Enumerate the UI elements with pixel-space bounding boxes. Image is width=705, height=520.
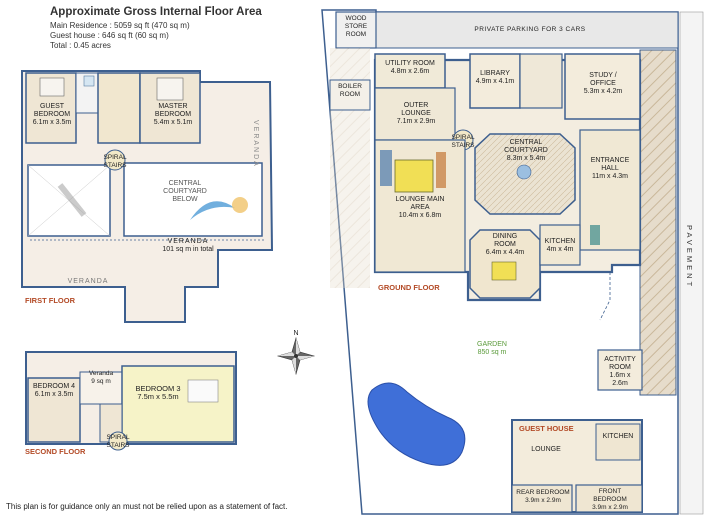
wood-store-label: WOOD STORE ROOM [344, 15, 368, 38]
guest-house-area: Guest house : 646 sq ft (60 sq m) [50, 31, 169, 40]
veranda-side-label: VERANDA [252, 120, 259, 168]
ground-spiral-stairs-label: SPIRAL STAIRS [451, 134, 475, 149]
veranda-label: VERANDA [167, 238, 209, 245]
second-floor-plan [25, 351, 237, 451]
guest-lounge-label: LOUNGE [531, 446, 561, 453]
first-floor-title: FIRST FLOOR [25, 296, 75, 305]
courtyard-below-label: CENTRAL COURTYARD BELOW [163, 180, 207, 203]
second-spiral-stairs-label: SPIRAL STAIRS [106, 434, 130, 449]
first-spiral-stairs-label: SPIRAL STAIRS [103, 154, 127, 169]
disclaimer-text: This plan is for guidance only an must n… [6, 502, 288, 511]
guest-kitchen-label: KITCHEN [602, 433, 634, 440]
total-area: Total : 0.45 acres [50, 41, 111, 50]
boiler-room-label: BOILER ROOM [338, 83, 362, 98]
ground-floor-plan [321, 9, 704, 515]
parking-label: PRIVATE PARKING FOR 3 CARS [474, 26, 586, 33]
second-floor-title: SECOND FLOOR [25, 447, 86, 456]
first-floor-plan [21, 70, 274, 323]
guest-house-title: GUEST HOUSE [519, 424, 574, 433]
pavement-label: PAVEMENT [685, 225, 694, 290]
veranda-bottom-label: VERANDA [67, 278, 109, 285]
veranda-total-label: 101 sq m in total [162, 246, 214, 253]
compass-north-label: N [293, 330, 299, 337]
compass-rose [276, 336, 316, 376]
ground-floor-title: GROUND FLOOR [378, 283, 440, 292]
plan-title: Approximate Gross Internal Floor Area [50, 6, 262, 18]
main-residence-area: Main Residence : 5059 sq ft (470 sq m) [50, 21, 190, 30]
